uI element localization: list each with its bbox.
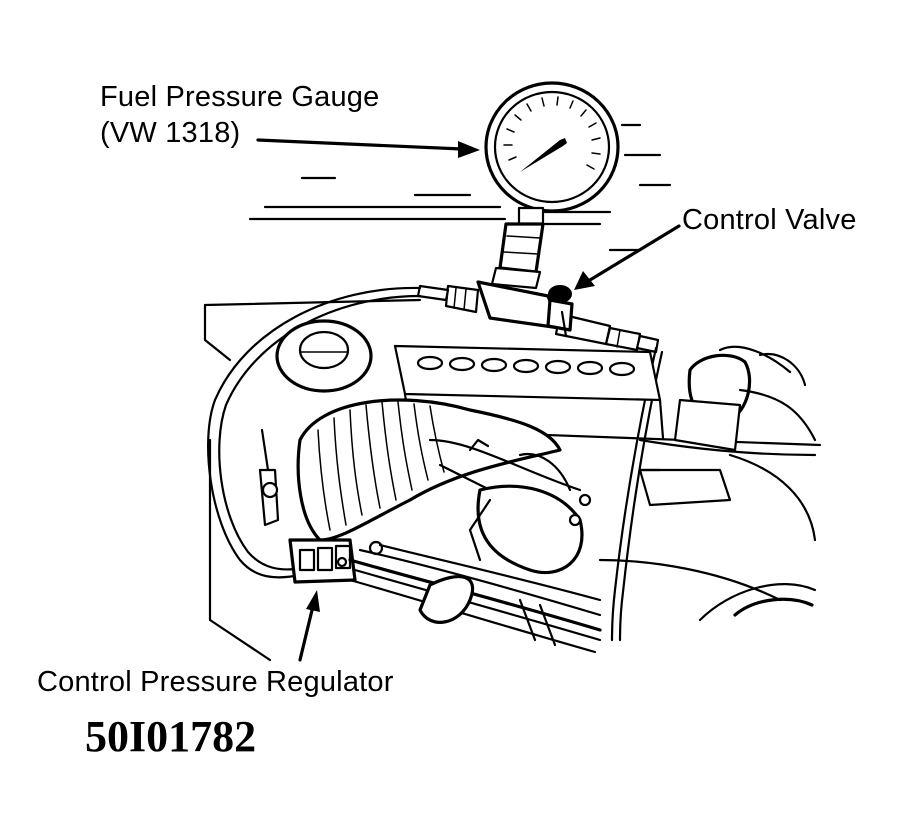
t-fitting: [416, 280, 660, 354]
control-pressure-regulator: [258, 428, 384, 584]
figure-id: 50I01782: [85, 712, 257, 761]
fuel-pressure-gauge-label: Fuel Pressure Gauge: [100, 81, 380, 113]
leader-arrows: [256, 138, 681, 662]
control-valve: [546, 285, 574, 338]
wiring-harness: [348, 543, 602, 654]
control-valve-label: Control Valve: [682, 204, 857, 236]
center-hose: [468, 452, 592, 575]
fuel-lines: [207, 286, 664, 642]
gauge-tick-marks: [503, 96, 601, 170]
control-pressure-regulator-label: Control Pressure Regulator: [37, 666, 394, 698]
fuel-pressure-gauge: [484, 81, 620, 290]
right-engine-components: [598, 352, 817, 622]
fuel-pressure-gauge-part-number: (VW 1318): [100, 117, 241, 149]
engine-outline: [203, 298, 822, 662]
gauge-needle: [520, 138, 567, 172]
